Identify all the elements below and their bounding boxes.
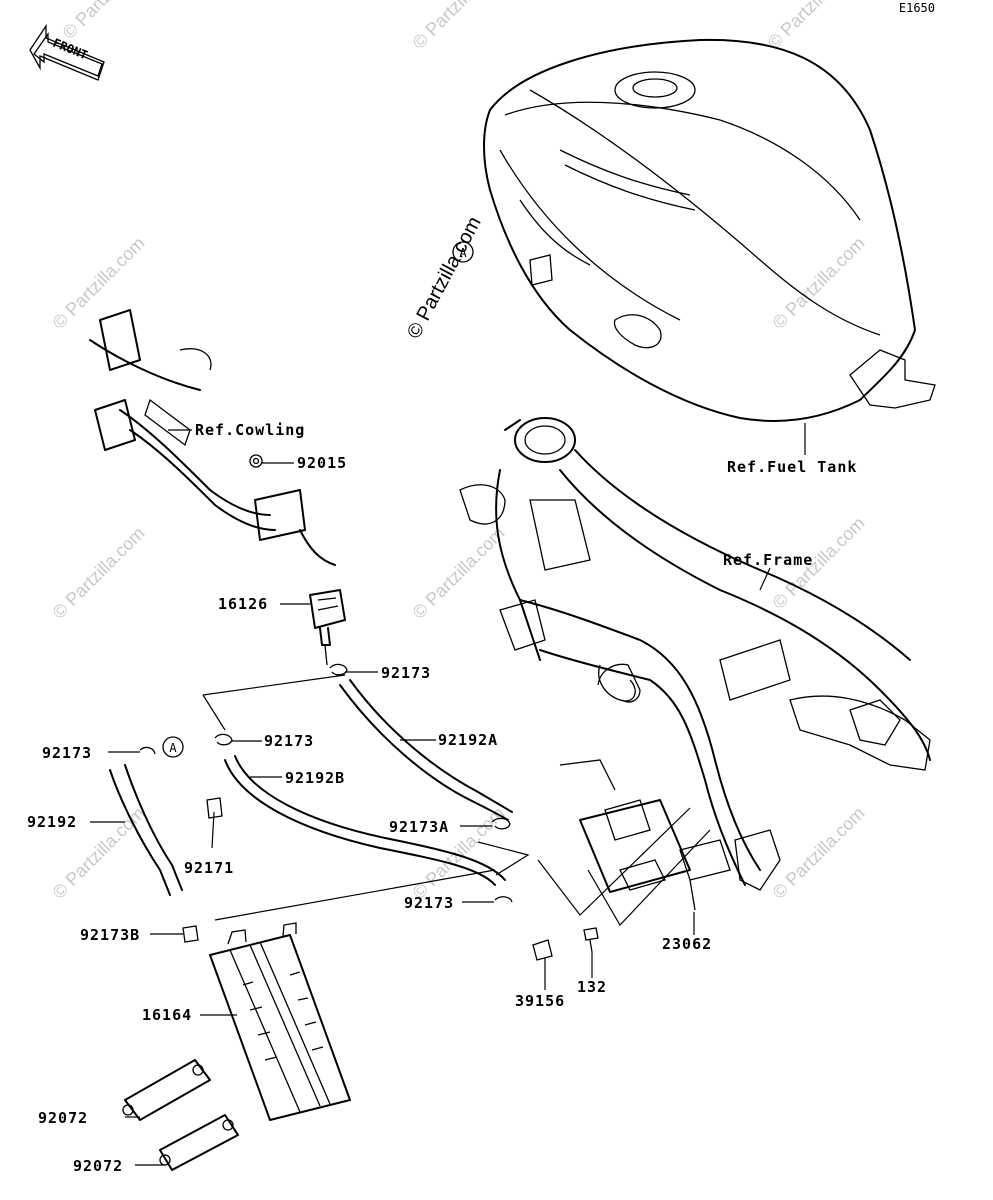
leader-lines (90, 423, 806, 1166)
part-label-16126: 16126 (218, 595, 268, 613)
callout-A-label: A (169, 741, 177, 755)
watermark: © Partzilla.com (49, 233, 149, 333)
callout-A-tank-label: A (459, 246, 467, 260)
ref-fuel-tank-label: Ref.Fuel Tank (727, 458, 857, 476)
bracket-92072-a (122, 1059, 211, 1121)
part-label-92192B: 92192B (285, 769, 345, 787)
pad-39156 (532, 939, 553, 961)
part-label-92173-low: 92173 (404, 894, 454, 912)
part-label-92072-b: 92072 (73, 1157, 123, 1175)
part-labels: Ref.Cowling Ref.Fuel Tank Ref.Frame 9201… (27, 421, 857, 1175)
bolt-132 (583, 927, 599, 953)
watermark: © Partzilla.com (59, 0, 159, 43)
watermark: © Partzilla.com (409, 523, 509, 623)
watermark: © Partzilla.com (769, 803, 869, 903)
valve-16126 (309, 589, 346, 666)
diagram-code: E1650 (899, 1, 935, 15)
bracket-92072-b (159, 1114, 239, 1171)
part-label-92072-a: 92072 (38, 1109, 88, 1127)
part-label-23062: 23062 (662, 935, 712, 953)
watermark: © Partzilla.com (409, 0, 509, 53)
fuel-tank (483, 38, 936, 422)
part-label-16164: 16164 (142, 1006, 192, 1024)
bracket-23062 (559, 759, 731, 911)
part-label-92192: 92192 (27, 813, 77, 831)
part-label-92173B: 92173B (80, 926, 140, 944)
watermark: © Partzilla.com (769, 233, 869, 333)
callout-A: A (162, 736, 184, 758)
part-label-132: 132 (577, 978, 607, 996)
hose-92192B (224, 755, 506, 886)
part-label-39156: 39156 (515, 992, 565, 1010)
part-label-92173-top: 92173 (381, 664, 431, 682)
part-label-92173-mid: 92173 (264, 732, 314, 750)
canister-16164 (209, 922, 351, 1121)
clip-92015 (249, 454, 263, 468)
ref-cowling-label: Ref.Cowling (195, 421, 305, 439)
hook (597, 663, 641, 703)
cowling-bracket (89, 309, 336, 566)
part-label-92173A: 92173A (389, 818, 449, 836)
frame (459, 417, 931, 891)
part-label-92171: 92171 (184, 859, 234, 877)
ref-frame-label: Ref.Frame (723, 551, 813, 569)
watermark-center: © Partzilla.com (403, 213, 486, 342)
part-label-92173-left: 92173 (42, 744, 92, 762)
part-label-92015: 92015 (297, 454, 347, 472)
hose-92192A (339, 679, 513, 821)
watermark: © Partzilla.com (764, 0, 864, 53)
part-label-92192A: 92192A (438, 731, 498, 749)
callout-A-tank: A (452, 241, 474, 263)
hose-92192 (109, 764, 183, 896)
clamp-icons (139, 663, 513, 943)
watermark: © Partzilla.com (49, 523, 149, 623)
